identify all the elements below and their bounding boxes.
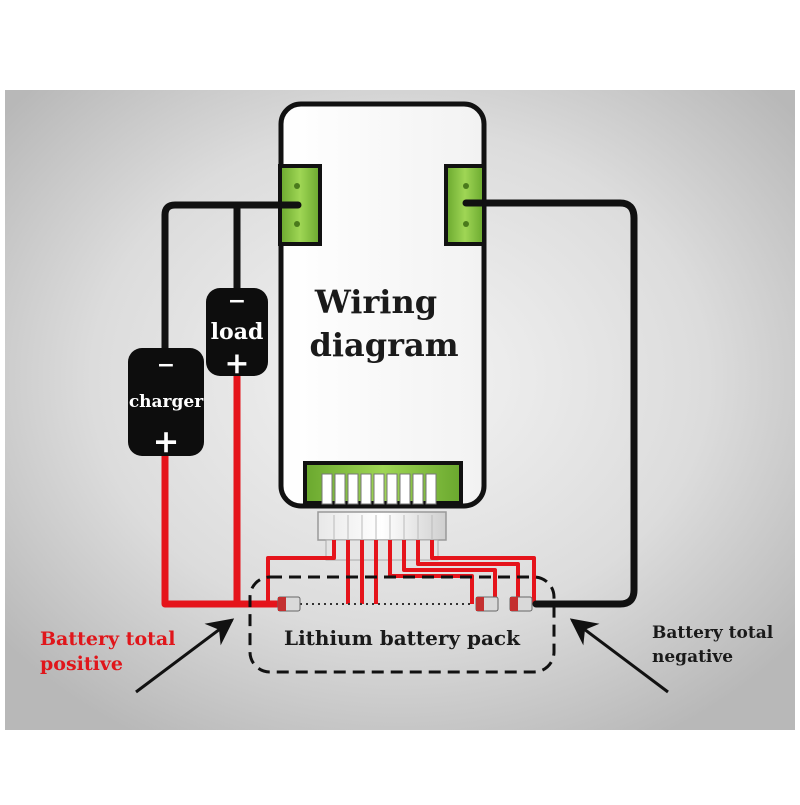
load-minus-sign: − [228, 288, 246, 314]
battery-negative-label-line1: Battery total [652, 623, 774, 643]
battery-pack-label: Lithium battery pack [284, 626, 521, 650]
battery-cell [509, 596, 533, 612]
diagram-title-line2: diagram [309, 326, 458, 364]
charger-plus-sign: + [153, 422, 180, 460]
red-wires [161, 372, 282, 608]
balance-plug [317, 511, 447, 561]
battery-positive-label-line2: positive [40, 653, 123, 675]
charger-minus-sign: − [157, 352, 175, 378]
charger-label: charger [129, 392, 204, 412]
black-wires [161, 199, 638, 608]
charger-box: − charger + [128, 348, 204, 460]
negative-arrow [569, 618, 669, 694]
battery-cell [277, 596, 301, 612]
balance-wires [266, 540, 536, 604]
load-box: − load + [206, 288, 268, 381]
balance-connector [303, 461, 463, 505]
load-label: load [211, 319, 264, 345]
battery-pack: Lithium battery pack [248, 575, 556, 674]
battery-positive-label-line1: Battery total [40, 628, 175, 650]
battery-negative-label-line2: negative [652, 647, 733, 667]
positive-arrow [135, 618, 235, 694]
battery-cell [475, 596, 499, 612]
load-plus-sign: + [224, 346, 249, 381]
bms-board [278, 101, 487, 509]
balance-connector-pins [321, 473, 437, 505]
diagram-title-line1: Wiring [314, 283, 437, 321]
